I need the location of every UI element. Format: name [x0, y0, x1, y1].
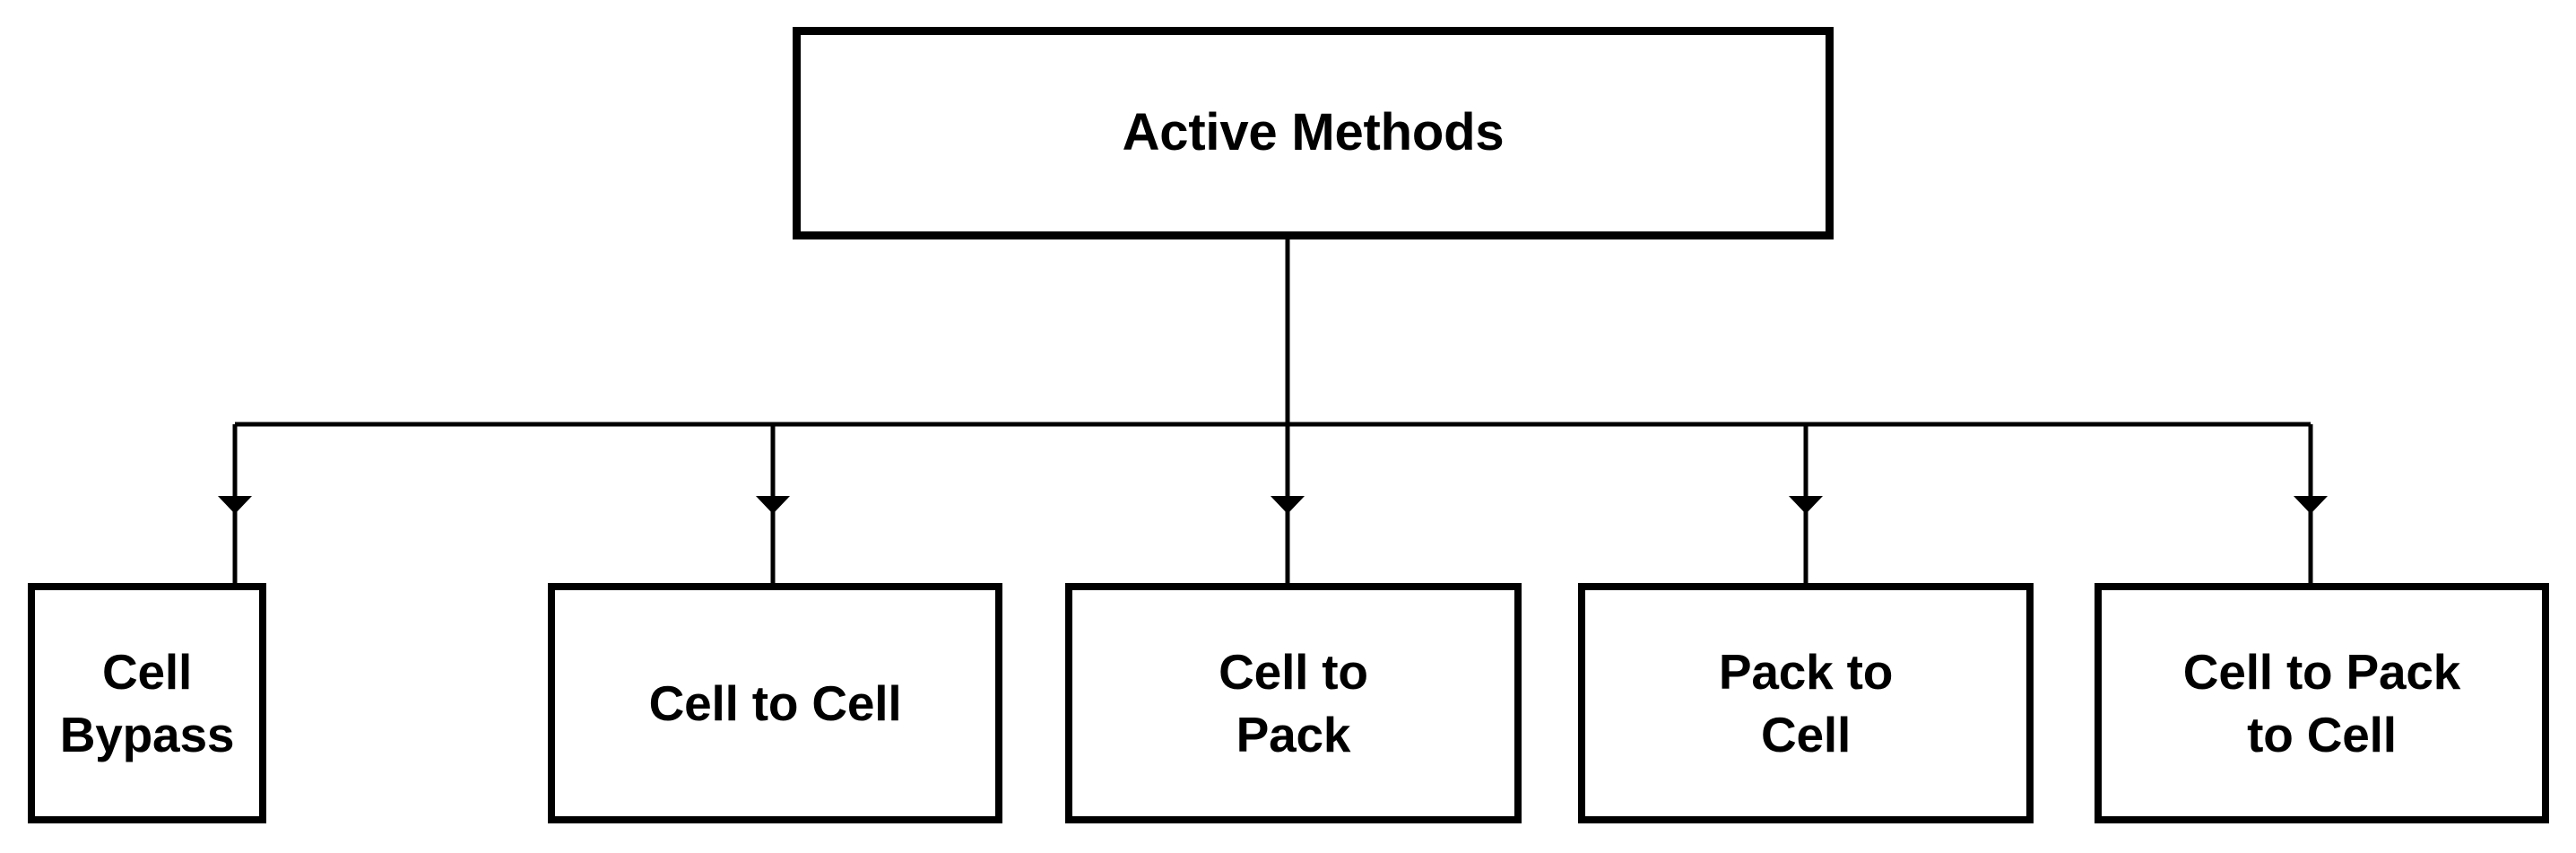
root-node-label: Active Methods [1122, 103, 1505, 162]
branch-arrowhead-1 [756, 496, 790, 514]
child-node-label-cell-bypass: Cell Bypass [59, 643, 235, 762]
child-node-pack-to-cell[interactable]: Pack to Cell [1578, 583, 2034, 823]
branch-arrowhead-3 [1789, 496, 1823, 514]
branch-arrowhead-4 [2294, 496, 2328, 514]
child-node-cell-to-cell[interactable]: Cell to Cell [548, 583, 1002, 823]
branch-arrowhead-2 [1271, 496, 1305, 514]
child-node-cell-bypass[interactable]: Cell Bypass [28, 583, 266, 823]
connector-group [218, 239, 2328, 583]
child-node-label-cell-to-pack-to-cell: Cell to Pack to Cell [2182, 643, 2461, 762]
child-node-label-cell-to-pack: Cell to Pack [1219, 643, 1368, 762]
child-node-cell-to-pack[interactable]: Cell to Pack [1065, 583, 1522, 823]
branch-arrowhead-0 [218, 496, 252, 514]
child-node-label-cell-to-cell: Cell to Cell [648, 675, 902, 731]
root-node-active-methods[interactable]: Active Methods [793, 27, 1834, 239]
child-node-label-pack-to-cell: Pack to Cell [1718, 643, 1894, 762]
child-node-cell-to-pack-to-cell[interactable]: Cell to Pack to Cell [2095, 583, 2549, 823]
